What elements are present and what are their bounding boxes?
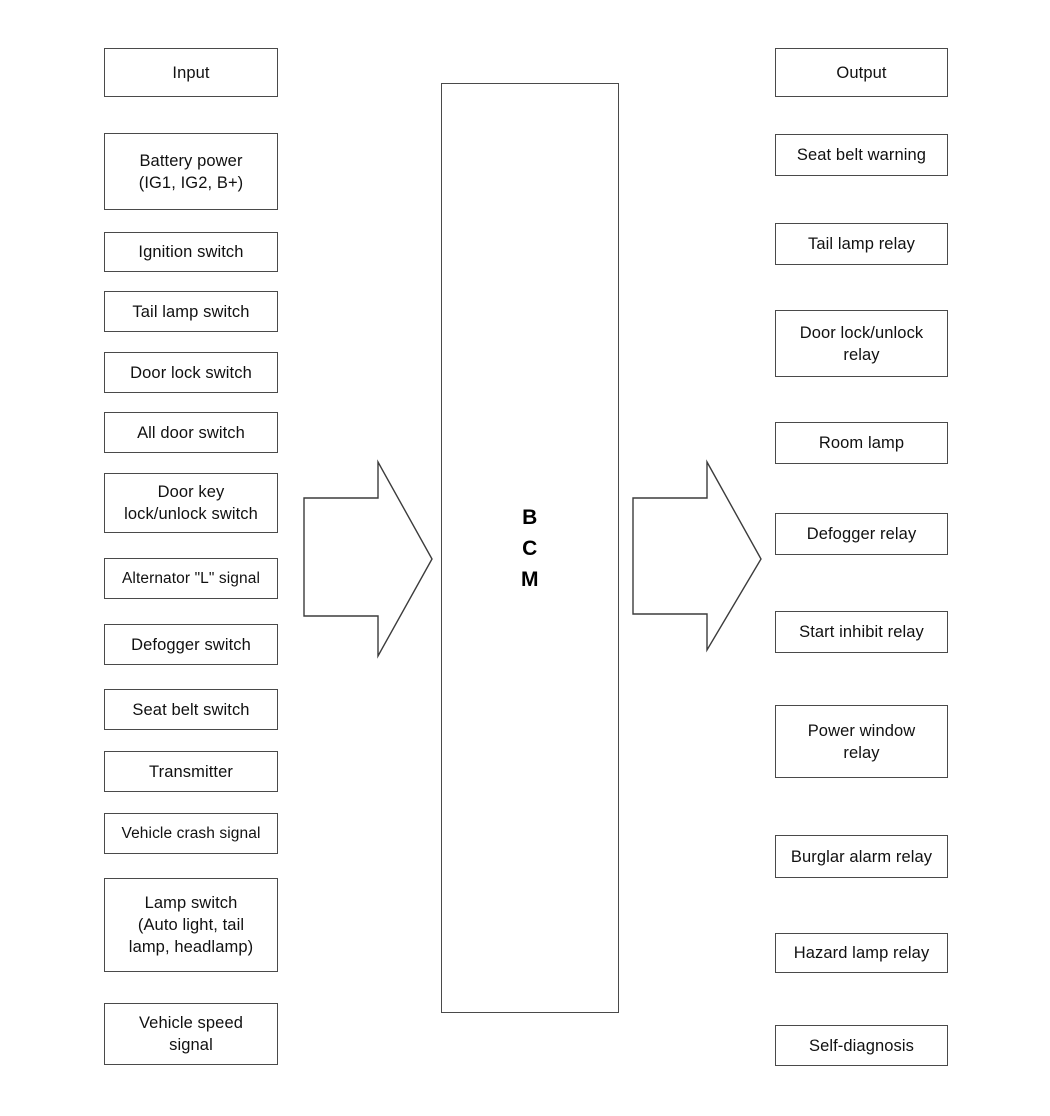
input-item-label: Vehicle speed signal bbox=[138, 1014, 244, 1054]
output-item-label: Self-diagnosis bbox=[808, 1036, 915, 1055]
output-item-label: Defogger relay bbox=[806, 525, 917, 543]
output-item-seat-belt-warning: Seat belt warning bbox=[775, 134, 948, 176]
bcm-module-label: B C M bbox=[521, 505, 539, 591]
output-item-label: Power window relay bbox=[807, 721, 916, 762]
input-item-vehicle-speed-signal: Vehicle speed signal bbox=[104, 1003, 278, 1065]
output-arrow-container bbox=[631, 458, 763, 655]
input-heading-label: Input bbox=[172, 63, 210, 82]
input-item-tail-lamp-switch: Tail lamp switch bbox=[104, 291, 278, 332]
input-item-door-lock-switch: Door lock switch bbox=[104, 352, 278, 393]
input-item-label: Transmitter bbox=[149, 762, 233, 781]
output-arrow-icon bbox=[632, 459, 762, 653]
output-item-defogger-relay: Defogger relay bbox=[775, 513, 948, 555]
output-item-door-lock-unlock-relay: Door lock/unlock relay bbox=[775, 310, 948, 377]
output-item-label: Seat belt warning bbox=[796, 146, 927, 164]
output-item-room-lamp: Room lamp bbox=[775, 422, 948, 464]
input-item-label: Door key lock/unlock switch bbox=[124, 483, 258, 523]
output-item-label: Start inhibit relay bbox=[799, 623, 924, 641]
output-item-start-inhibit-relay: Start inhibit relay bbox=[775, 611, 948, 653]
input-item-label: Battery power (IG1, IG2, B+) bbox=[138, 151, 244, 192]
input-item-label: Defogger switch bbox=[131, 635, 251, 654]
output-item-tail-lamp-relay: Tail lamp relay bbox=[775, 223, 948, 265]
output-item-label: Room lamp bbox=[818, 434, 905, 452]
input-item-defogger-switch: Defogger switch bbox=[104, 624, 278, 665]
input-item-label: Ignition switch bbox=[138, 243, 244, 261]
input-item-label: Door lock switch bbox=[130, 363, 252, 382]
input-item-transmitter: Transmitter bbox=[104, 751, 278, 792]
input-arrow-container bbox=[302, 458, 434, 660]
output-item-label: Hazard lamp relay bbox=[793, 944, 930, 962]
input-item-label: Lamp switch (Auto light, tail lamp, head… bbox=[128, 894, 254, 956]
input-item-vehicle-crash-signal: Vehicle crash signal bbox=[104, 813, 278, 854]
input-item-battery-power: Battery power (IG1, IG2, B+) bbox=[104, 133, 278, 210]
output-item-self-diagnosis: Self-diagnosis bbox=[775, 1025, 948, 1066]
bcm-module-box: B C M bbox=[441, 83, 619, 1013]
input-item-all-door-switch: All door switch bbox=[104, 412, 278, 453]
input-arrow-icon bbox=[303, 459, 433, 659]
input-item-label: All door switch bbox=[137, 423, 245, 442]
input-item-label: Tail lamp switch bbox=[132, 302, 250, 321]
input-heading-box: Input bbox=[104, 48, 278, 97]
output-heading-box: Output bbox=[775, 48, 948, 97]
input-item-lamp-switch: Lamp switch (Auto light, tail lamp, head… bbox=[104, 878, 278, 972]
output-item-label: Door lock/unlock relay bbox=[799, 323, 924, 364]
input-item-label: Vehicle crash signal bbox=[121, 824, 261, 842]
output-item-label: Burglar alarm relay bbox=[790, 847, 933, 866]
output-item-burglar-alarm-relay: Burglar alarm relay bbox=[775, 835, 948, 878]
output-item-power-window-relay: Power window relay bbox=[775, 705, 948, 778]
output-heading-label: Output bbox=[836, 63, 887, 82]
input-item-door-key-lock-unlock-switch: Door key lock/unlock switch bbox=[104, 473, 278, 533]
input-item-label: Seat belt switch bbox=[132, 700, 250, 719]
input-item-label: Alternator "L" signal bbox=[121, 569, 261, 587]
input-item-alternator-l-signal: Alternator "L" signal bbox=[104, 558, 278, 599]
output-item-hazard-lamp-relay: Hazard lamp relay bbox=[775, 933, 948, 973]
input-item-seat-belt-switch: Seat belt switch bbox=[104, 689, 278, 730]
output-item-label: Tail lamp relay bbox=[808, 235, 915, 253]
input-item-ignition-switch: Ignition switch bbox=[104, 232, 278, 272]
